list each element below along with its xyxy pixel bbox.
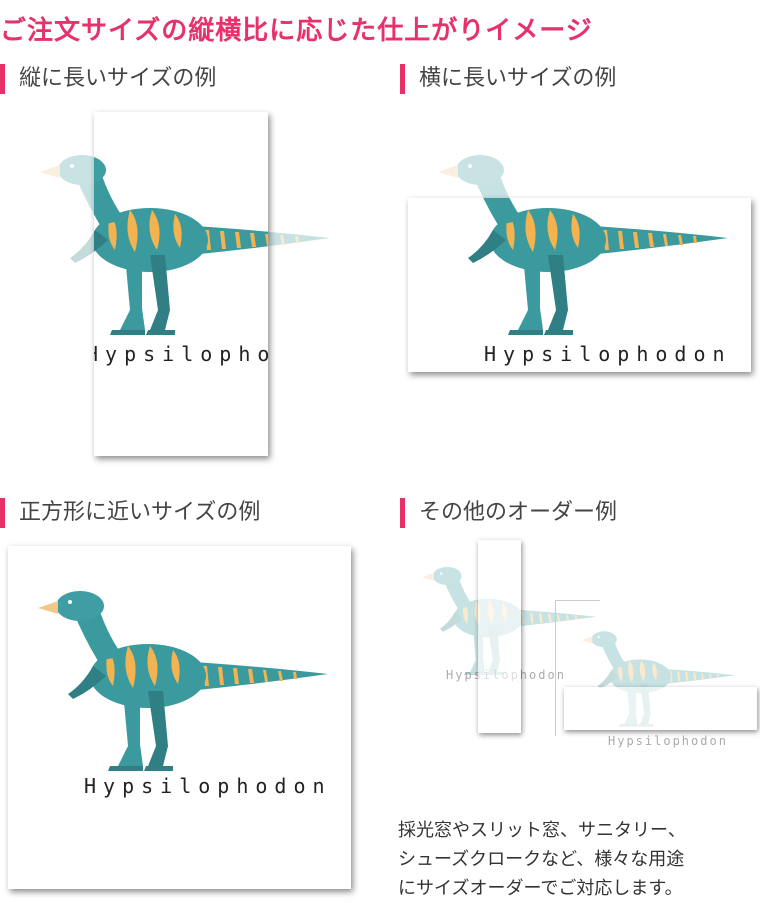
dino-label: Hypsilophodon: [94, 342, 268, 366]
dinosaur-illustration: [38, 591, 328, 771]
description: 採光窓やスリット窓、サニタリー、 シューズクロークなど、様々な用途 にサイズオー…: [398, 820, 686, 899]
square-frame: Hypsilophodon: [8, 546, 351, 889]
landscape-frame: Hypsilophodon: [408, 198, 751, 372]
portrait-frame: Hypsilophodon: [94, 112, 268, 456]
heading-square: 正方形に近いサイズの例: [0, 498, 260, 528]
page-title: ご注文サイズの縦横比に応じた仕上がりイメージ: [0, 16, 593, 46]
dino-label: Hypsilophodon: [484, 342, 732, 366]
slit-frame: [478, 540, 521, 733]
dino-label-ghost: Hypsilophodon: [608, 734, 728, 748]
dinosaur-illustration: [438, 198, 728, 335]
transom-frame: [564, 687, 757, 730]
dinosaur-illustration: [94, 155, 268, 335]
frame-outline: [555, 600, 600, 736]
heading-portrait: 縦に長いサイズの例: [0, 64, 216, 94]
heading-landscape: 横に長いサイズの例: [400, 64, 616, 94]
dino-label: Hypsilophodon: [84, 774, 332, 798]
heading-other: その他のオーダー例: [400, 498, 617, 528]
